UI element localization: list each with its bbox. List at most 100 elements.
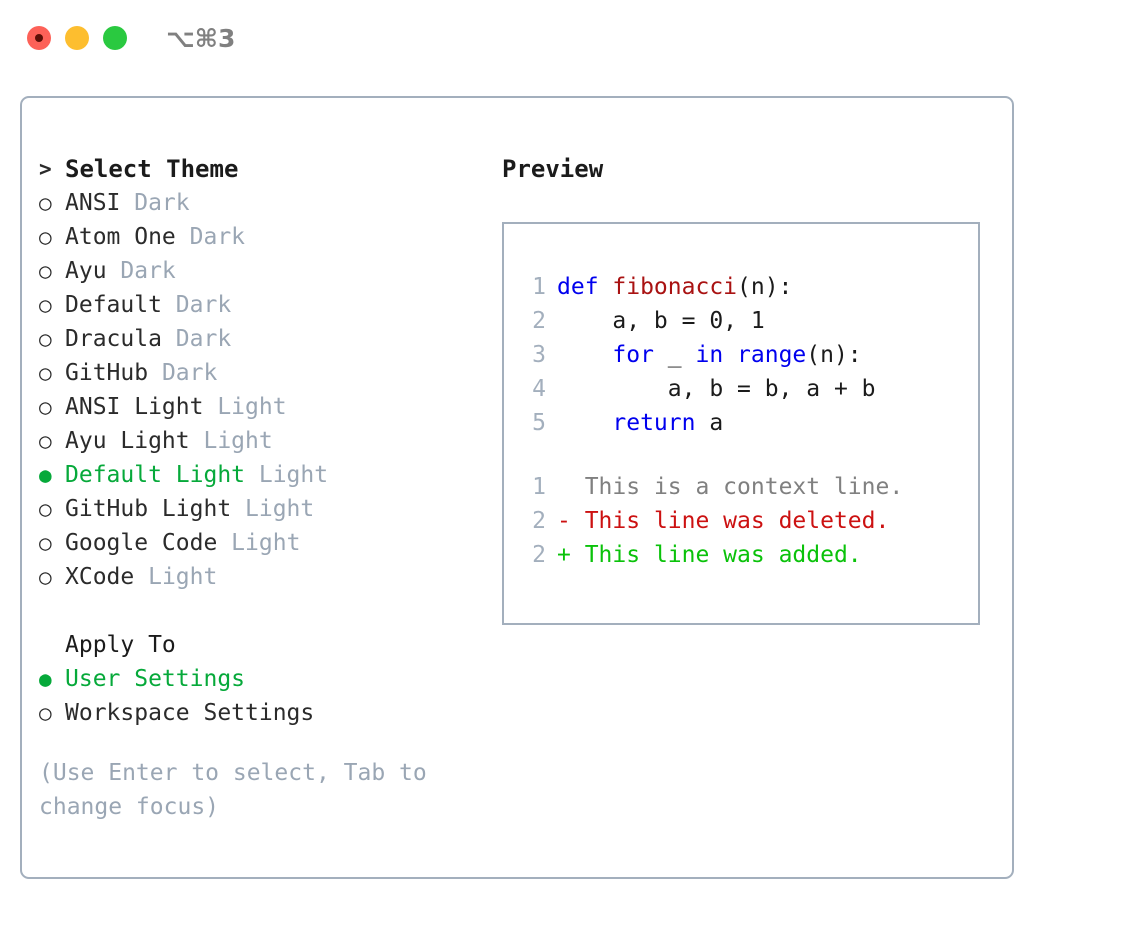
theme-option-label: GitHub	[65, 360, 149, 386]
code-token: a, b = b, a + b	[557, 376, 876, 402]
code-line: 1 def fibonacci(n):	[504, 270, 978, 304]
diff-sign: +	[557, 542, 571, 568]
theme-option-ansi[interactable]: ○ ANSI Dark	[39, 186, 500, 220]
radio-selected-icon: ●	[39, 667, 52, 691]
theme-option-label: ANSI Light	[65, 394, 204, 420]
code-line-text: a, b = b, a + b	[557, 372, 876, 406]
theme-variant-badge: Dark	[148, 360, 218, 386]
radio-unselected-icon: ○	[39, 191, 52, 215]
radio-unselected-icon: ○	[39, 531, 52, 555]
radio-unselected-icon: ○	[39, 701, 52, 725]
theme-variant-badge: Dark	[161, 326, 232, 352]
code-token: for	[612, 342, 654, 368]
theme-option-github-light[interactable]: ○GitHub Light Light	[39, 492, 500, 526]
code-line: 5 return a	[504, 406, 978, 440]
theme-option-label: ANSI	[65, 190, 121, 216]
code-line-text: def fibonacci(n):	[557, 270, 792, 304]
theme-variant-badge: Light	[245, 462, 329, 488]
code-token	[557, 342, 612, 368]
theme-list-column: > Select Theme ○ANSI Dark○Atom One Dark○…	[22, 98, 500, 877]
preview-title-label: Preview	[502, 155, 604, 183]
code-line: 2 a, b = 0, 1	[504, 304, 978, 338]
theme-option-default-light[interactable]: ● Default Light Light	[39, 458, 500, 492]
theme-option-label: Default Light	[65, 462, 246, 488]
theme-option-xcode[interactable]: ○XCode Light	[39, 560, 500, 594]
theme-option-ayu[interactable]: ○ Ayu Dark	[39, 254, 500, 288]
theme-option-label: Atom One	[65, 224, 176, 250]
code-token: (n):	[737, 274, 793, 300]
code-token: in range	[695, 342, 807, 368]
theme-option-label: Ayu	[65, 258, 107, 284]
radio-unselected-icon: ○	[39, 293, 52, 317]
diff-sign: -	[557, 508, 571, 534]
apply-to-heading: Apply To	[39, 628, 500, 662]
diff-line-text: This line was added.	[570, 542, 862, 568]
theme-variant-badge: Light	[203, 394, 287, 420]
code-token: _	[653, 342, 696, 368]
line-number: 2	[532, 508, 546, 534]
theme-option-label: GitHub Light	[65, 496, 232, 522]
line-number: 1	[532, 474, 546, 500]
apply-to-option-workspace-settings[interactable]: ○ Workspace Settings	[39, 696, 500, 730]
window-controls	[27, 26, 127, 50]
theme-option-ayu-light[interactable]: ○Ayu Light Light	[39, 424, 500, 458]
preview-column: Preview 1 def fibonacci(n):2 a, b = 0, 1 3…	[500, 98, 1012, 877]
theme-option-dracula[interactable]: ○ Dracula Dark	[39, 322, 500, 356]
focus-caret-icon: >	[39, 157, 52, 181]
apply-to-option-label: Workspace Settings	[65, 700, 315, 726]
diff-line: 2- This line was deleted.	[504, 504, 978, 538]
theme-variant-badge: Dark	[161, 292, 232, 318]
theme-option-label: XCode	[65, 564, 135, 590]
radio-unselected-icon: ○	[39, 395, 52, 419]
radio-unselected-icon: ○	[39, 327, 52, 351]
diff-sign	[557, 470, 571, 504]
diff-line: 2 + This line was added.	[504, 538, 978, 572]
diff-line: 1 This is a context line.	[504, 470, 978, 504]
line-number: 4	[532, 376, 546, 402]
code-token	[557, 410, 612, 436]
theme-variant-badge: Light	[134, 564, 218, 590]
close-button[interactable]	[27, 26, 51, 50]
code-token: a	[695, 410, 724, 436]
line-number: 3	[532, 342, 546, 368]
theme-option-label: Ayu Light	[65, 428, 190, 454]
theme-option-label: Dracula	[65, 326, 162, 352]
minimize-button[interactable]	[65, 26, 89, 50]
apply-to-option-label: User Settings	[65, 666, 246, 692]
diff-line-text: This line was deleted.	[570, 508, 890, 534]
radio-unselected-icon: ○	[39, 361, 52, 385]
radio-selected-icon: ●	[39, 463, 52, 487]
code-token: (n):	[806, 342, 862, 368]
zoom-button[interactable]	[103, 26, 127, 50]
theme-variant-badge: Light	[189, 428, 273, 454]
line-number: 1	[532, 274, 546, 300]
diff-line-text: This is a context line.	[570, 474, 904, 500]
apply-to-option-list: ● User Settings ○ Workspace Settings	[39, 662, 500, 730]
preview-box: 1 def fibonacci(n):2 a, b = 0, 1 3 for _ i…	[502, 222, 980, 625]
theme-option-ansi-light[interactable]: ○ ANSI Light Light	[39, 390, 500, 424]
code-line-text: for _ in range(n):	[557, 338, 862, 372]
theme-variant-badge: Light	[217, 530, 301, 556]
theme-variant-badge: Dark	[175, 224, 246, 250]
theme-variant-badge: Light	[231, 496, 315, 522]
theme-picker-panel: > Select Theme ○ANSI Dark○Atom One Dark○…	[20, 96, 1014, 879]
radio-unselected-icon: ○	[39, 259, 52, 283]
code-token: def	[557, 274, 613, 300]
apply-to-option-user-settings[interactable]: ● User Settings	[39, 662, 500, 696]
line-number: 2	[532, 308, 546, 334]
theme-option-atom-one[interactable]: ○Atom One Dark	[39, 220, 500, 254]
theme-option-default[interactable]: ○ Default Dark	[39, 288, 500, 322]
theme-option-github[interactable]: ○ GitHub Dark	[39, 356, 500, 390]
line-number: 2	[532, 542, 546, 568]
select-theme-heading-label: Select Theme	[65, 155, 239, 183]
title-bar: ⌥⌘3	[0, 0, 1140, 76]
theme-variant-badge: Dark	[120, 190, 190, 216]
code-line-text: return a	[557, 406, 723, 440]
keyboard-shortcut-label: ⌥⌘3	[166, 23, 236, 53]
theme-option-label: Default	[65, 292, 162, 318]
theme-option-google-code[interactable]: ○Google Code Light	[39, 526, 500, 560]
theme-variant-badge: Dark	[106, 258, 176, 284]
line-number: 5	[532, 410, 546, 436]
theme-option-list: ○ANSI Dark○Atom One Dark○Ayu Dark○Defaul…	[39, 186, 500, 594]
